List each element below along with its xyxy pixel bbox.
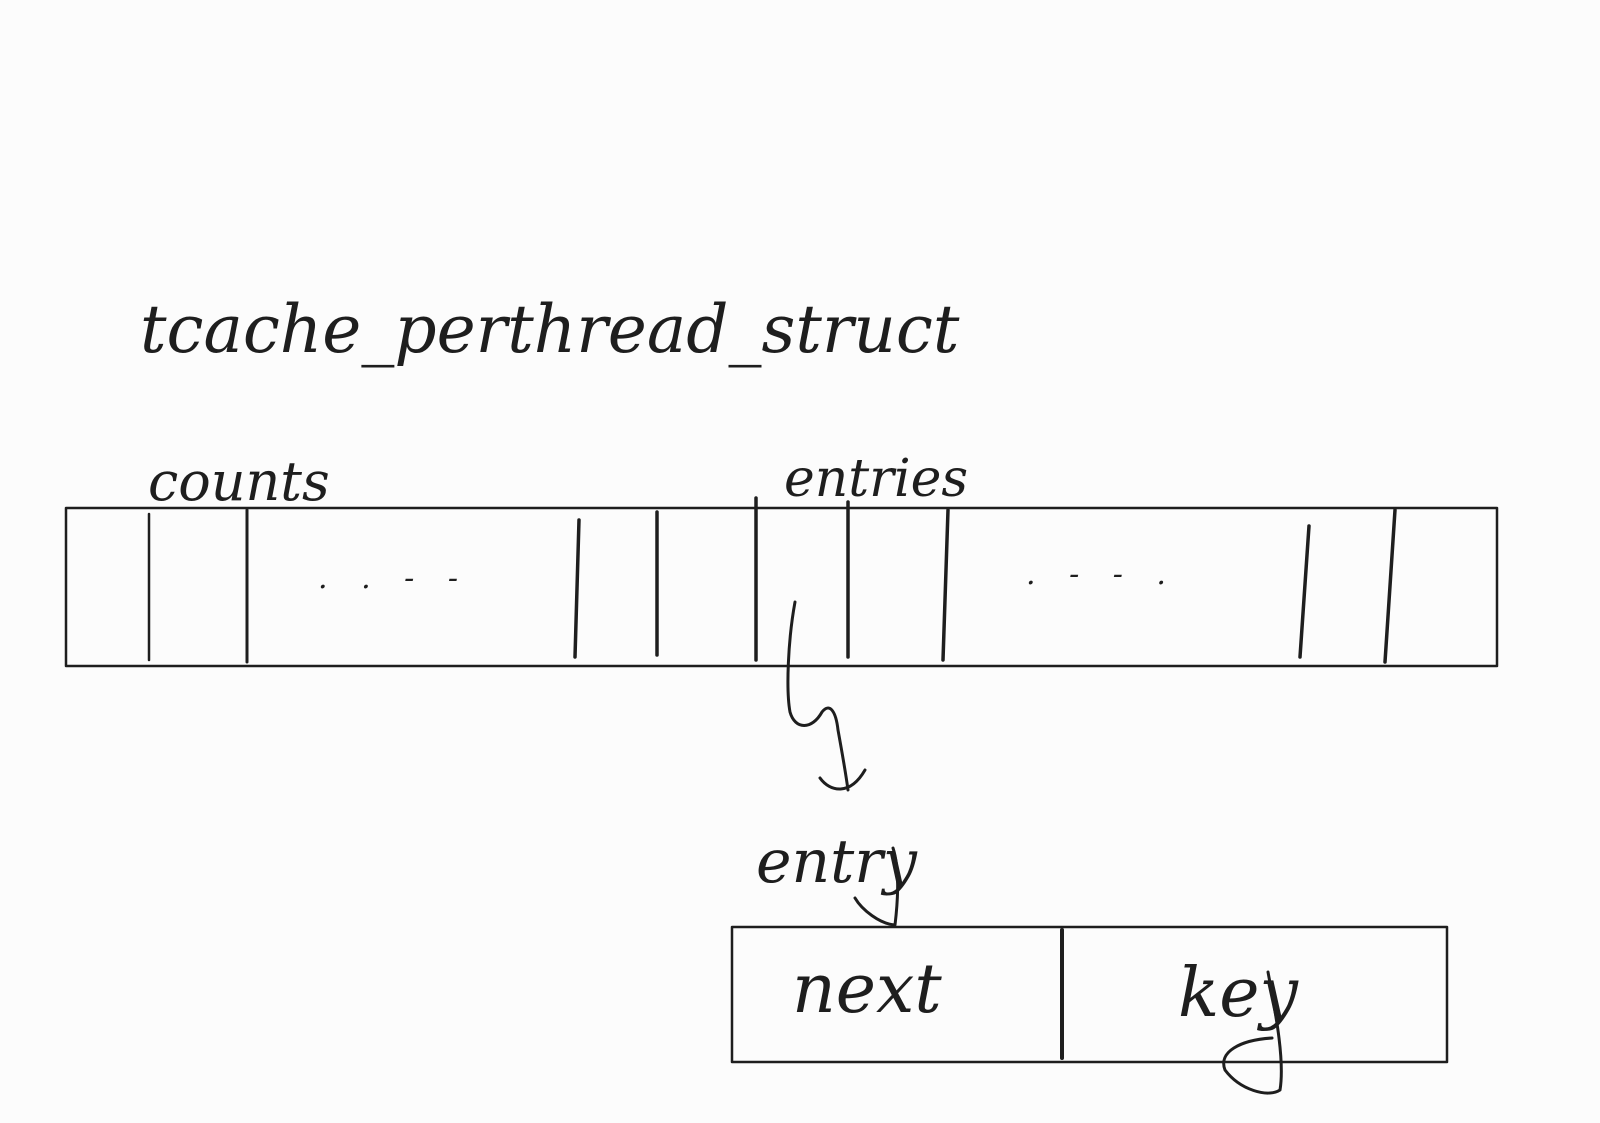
key-y-descender [1222,970,1283,1095]
divider [573,518,581,659]
entry-y-descender [853,846,900,927]
entry-field-next: next [792,950,942,1029]
counts-label: counts [148,450,330,513]
divider [941,508,950,662]
entries-label: entries [784,449,968,509]
struct-dividers [147,496,1397,664]
tcache-struct-box [64,506,1499,668]
entry-label: entry [756,827,918,897]
arrow-shaft [786,600,850,792]
entry-struct-box [730,925,1449,1064]
entry-field-key: key [1178,954,1299,1033]
diagram-title: tcache_perthread_struct [140,291,960,368]
ellipsis-entries: . - - . [1026,557,1178,592]
divider [1383,508,1397,664]
pointer-arrow [786,600,867,792]
divider [1298,524,1311,659]
arrow-head-icon [818,768,867,791]
ellipsis-counts: . . - - [318,561,470,596]
